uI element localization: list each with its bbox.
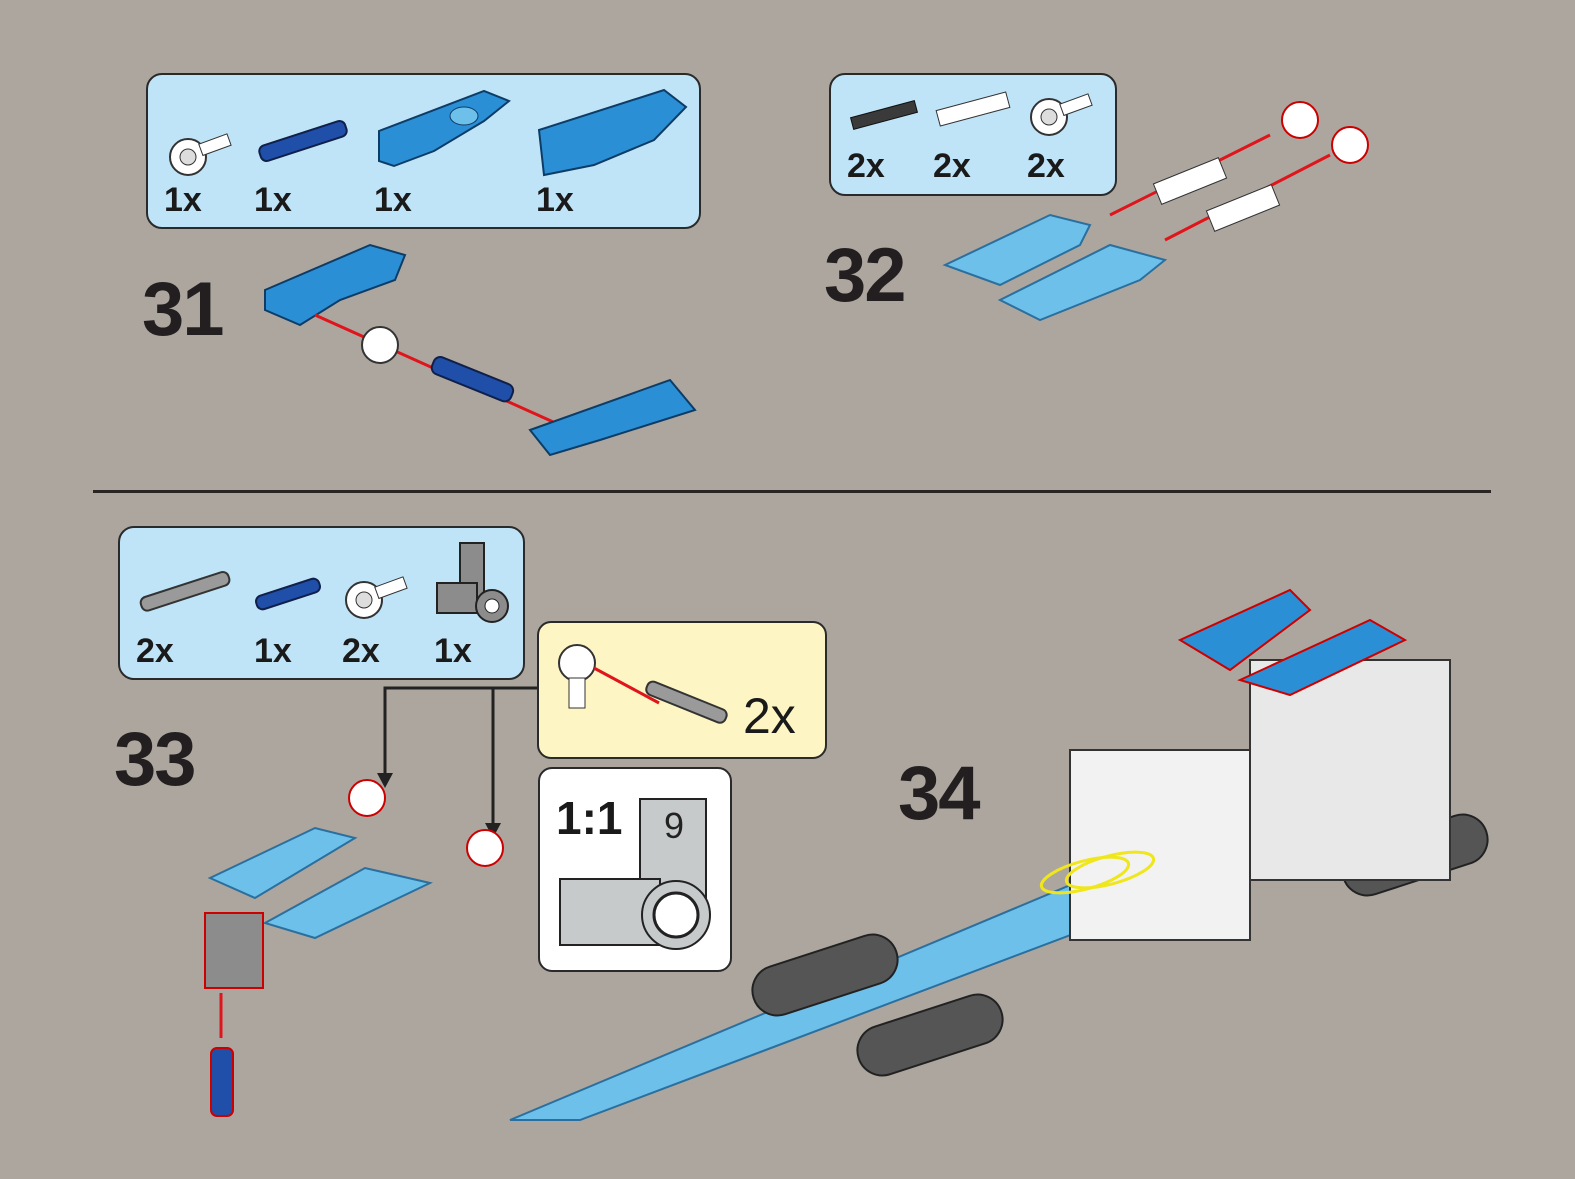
step-number: 33	[114, 717, 197, 802]
part-qty: 1x	[254, 632, 292, 670]
angle-connector-scale-drawing	[559, 798, 711, 950]
step-32-assembly-illustration	[942, 101, 1369, 322]
blue-pin-icon	[255, 577, 321, 611]
part-qty: 2x	[136, 632, 174, 670]
blue-panel-icon	[378, 89, 511, 168]
part-qty: 1x	[434, 632, 472, 670]
step-number: 31	[142, 267, 225, 352]
part-qty: 1x	[536, 181, 574, 219]
grey-angle-connector-icon	[436, 542, 509, 623]
step-33-assembly-illustration	[204, 686, 537, 1117]
part-qty: 2x	[847, 147, 885, 185]
sub-assembly-callout: 2x	[537, 621, 827, 759]
ruler-mark: 9	[664, 805, 685, 846]
callout-assembly-illustration	[558, 644, 728, 724]
white-pin-connector-icon	[345, 576, 408, 619]
parts-list-step-33: 2x 1x 2x 1x	[118, 526, 525, 680]
white-axle-icon	[935, 91, 1011, 127]
dark-axle-icon	[849, 100, 919, 130]
blue-wing-panel-icon	[537, 88, 688, 177]
step-number: 32	[824, 233, 907, 318]
part-qty: 1x	[164, 181, 202, 219]
grey-pin-icon	[139, 570, 231, 612]
part-qty: 2x	[342, 632, 380, 670]
part-qty: 1x	[374, 181, 412, 219]
step-number: 34	[898, 751, 981, 836]
white-pin-connector-icon	[1030, 93, 1093, 136]
step-34-assembly-illustration	[509, 588, 1489, 1121]
parts-list-step-32: 2x 2x 2x	[829, 73, 1117, 196]
parts-list-step-31: 1x 1x 1x 1x	[146, 73, 701, 229]
white-pin-connector-icon	[169, 133, 232, 176]
section-divider	[93, 490, 1491, 493]
part-qty: 2x	[933, 147, 971, 185]
scale-reference-box: 1:1 9	[538, 767, 732, 972]
blue-pin-icon	[258, 120, 348, 162]
step-31-assembly-illustration	[264, 243, 697, 457]
callout-qty: 2x	[743, 688, 796, 744]
part-qty: 2x	[1027, 147, 1065, 185]
scale-ratio: 1:1	[556, 792, 623, 844]
part-qty: 1x	[254, 181, 292, 219]
